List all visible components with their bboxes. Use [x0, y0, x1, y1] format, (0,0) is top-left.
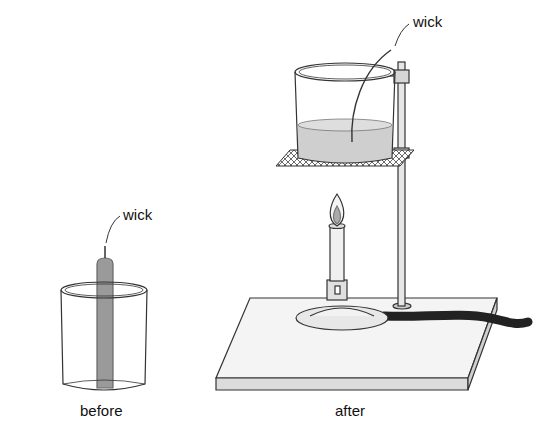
gas-hose [384, 315, 528, 323]
retort-stand [390, 62, 411, 309]
caption-label: after [335, 402, 365, 420]
candle-beaker [61, 216, 147, 390]
part-label: wick [413, 13, 442, 31]
part-label: wick [123, 206, 152, 224]
caption-label: before [80, 402, 123, 420]
bunsen-burner [296, 194, 388, 330]
wax-beaker [295, 24, 409, 163]
